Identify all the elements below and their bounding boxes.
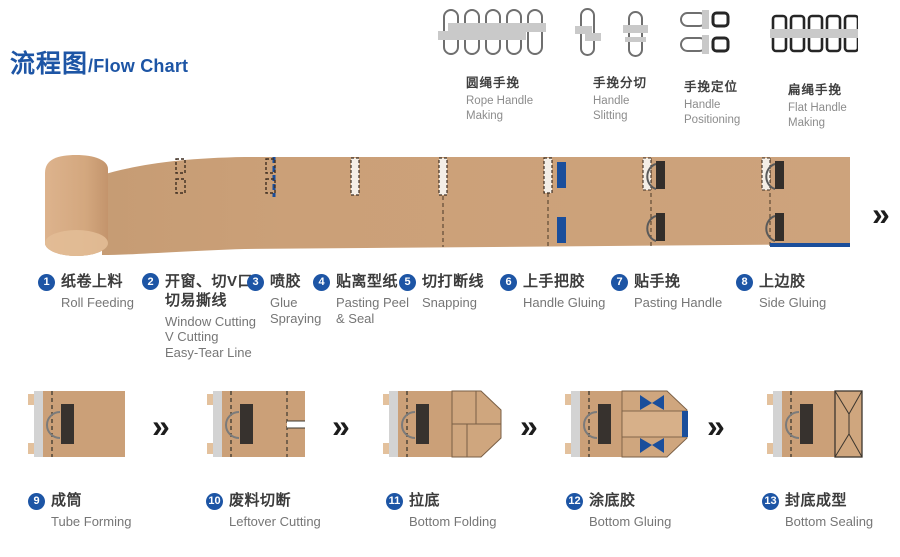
step-name-en: Bottom Sealing [785, 513, 874, 529]
step-name-en: Bottom Folding [409, 513, 497, 529]
step-number: 7 [611, 273, 628, 291]
side-glue-line [770, 243, 850, 247]
bag-stage-bottom-sealing [767, 390, 863, 458]
step-label-9: 9 成筒 Tube Forming [28, 492, 131, 530]
step-name-en: Pasting Peel & Seal [336, 294, 409, 326]
step-number: 9 [28, 492, 45, 510]
step-name-en: Roll Feeding [61, 294, 134, 310]
step-label-2: 2 开窗、切V口 切易撕线 Window Cutting V Cutting E… [142, 273, 256, 361]
step-label-3: 3 喷胶 Glue Spraying [247, 273, 321, 326]
step-name-zh: 切打断线 [422, 273, 485, 290]
flat-handle-making-icon [770, 14, 858, 53]
next-arrow: » [872, 196, 890, 232]
step-number: 1 [38, 273, 55, 291]
step-number: 12 [566, 492, 583, 510]
step-number: 6 [500, 273, 517, 291]
step-label-12: 12 涂底胶 Bottom Gluing [566, 492, 671, 530]
paper-web [102, 157, 850, 255]
handle-slitting-icon [575, 8, 648, 57]
next-arrow: » [152, 408, 170, 444]
process-label-zh: 扁绳手挽 [788, 83, 843, 97]
page-title-en: /Flow Chart [88, 56, 189, 76]
step-name-en: Window Cutting V Cutting Easy-Tear Line [165, 313, 257, 361]
page-title: 流程图/Flow Chart [10, 44, 188, 80]
step-name-zh: 纸卷上料 [61, 273, 124, 290]
step-label-10: 10 废料切断 Leftover Cutting [206, 492, 321, 530]
step-name-zh: 涂底胶 [589, 492, 636, 509]
process-label-en: Flat Handle Making [788, 102, 847, 129]
handle-glue-patch [557, 217, 566, 243]
step-label-5: 5 切打断线 Snapping [399, 273, 484, 311]
step-name-zh: 成筒 [51, 492, 83, 509]
step-label-11: 11 拉底 Bottom Folding [386, 492, 496, 530]
rope-handle-making-icon [438, 9, 546, 55]
step-name-zh: 上手把胶 [523, 273, 586, 290]
step-name-zh: 拉底 [409, 492, 441, 509]
step-number: 4 [313, 273, 330, 291]
step-name-en: Pasting Handle [634, 294, 723, 310]
process-handle-positioning: 手挽定位 Handle Positioning [680, 6, 750, 128]
step-number: 13 [762, 492, 779, 510]
step-number: 10 [206, 492, 223, 510]
step-name-zh: 废料切断 [229, 492, 292, 509]
next-arrow: » [707, 408, 725, 444]
step-name-en: Snapping [422, 294, 477, 310]
step-name-zh: 贴离型纸 [336, 273, 399, 290]
bag-stage-tube-forming [28, 391, 125, 457]
step-label-1: 1 纸卷上料 Roll Feeding [38, 273, 134, 311]
pasted-handle [761, 157, 784, 247]
process-rope-handle-making: 圆绳手挽 Rope Handle Making [438, 6, 556, 124]
bottom-glue-marks [640, 395, 688, 453]
snapping-slot [438, 157, 448, 196]
next-arrow: » [332, 408, 350, 444]
step-name-en: Glue Spraying [270, 294, 322, 326]
paper-strip-illustration [45, 155, 850, 256]
window-cut-marks [175, 158, 186, 194]
process-flat-handle-making: 扁绳手挽 Flat Handle Making [770, 6, 865, 131]
peel-seal-slot [350, 157, 360, 196]
step-number: 5 [399, 273, 416, 291]
next-arrow: » [520, 408, 538, 444]
process-label-zh: 手挽分切 [593, 76, 648, 90]
step-name-zh: 喷胶 [270, 273, 302, 290]
step-number: 3 [247, 273, 264, 291]
bag-stage-bottom-gluing [565, 390, 688, 458]
step-name-en: Bottom Gluing [589, 513, 672, 529]
step-number: 11 [386, 492, 403, 510]
step-name-en: Leftover Cutting [229, 513, 321, 529]
step-name-en: Handle Gluing [523, 294, 606, 310]
handle-glue-patch [557, 162, 566, 188]
step-name-en: Side Gluing [759, 294, 827, 310]
process-handle-slitting: 手挽分切 Handle Slitting [575, 6, 655, 124]
process-label-zh: 圆绳手挽 [466, 76, 521, 90]
process-label-en: Rope Handle Making [466, 95, 534, 122]
step-name-zh: 封底成型 [785, 492, 848, 509]
step-name-zh: 开窗、切V口 切易撕线 [165, 273, 254, 309]
process-label-zh: 手挽定位 [684, 80, 739, 94]
step-label-7: 7 贴手挽 Pasting Handle [611, 273, 722, 311]
process-label-en: Handle Slitting [593, 95, 630, 122]
page-title-zh: 流程图 [10, 50, 89, 78]
bag-stage-leftover-cutting [207, 391, 305, 457]
step-number: 8 [736, 273, 753, 291]
paper-roll [45, 155, 108, 256]
step-name-zh: 贴手挽 [634, 273, 681, 290]
step-name-en: Tube Forming [51, 513, 132, 529]
step-label-4: 4 贴离型纸 Pasting Peel & Seal [313, 273, 409, 326]
pasted-handle [642, 157, 665, 247]
bag-stage-bottom-folding [383, 390, 502, 458]
step-number: 2 [142, 273, 159, 290]
step-name-zh: 上边胶 [759, 273, 806, 290]
step-label-8: 8 上边胶 Side Gluing [736, 273, 826, 311]
process-label-en: Handle Positioning [684, 99, 741, 126]
step-label-6: 6 上手把胶 Handle Gluing [500, 273, 605, 311]
step-label-13: 13 封底成型 Bottom Sealing [762, 492, 873, 530]
handle-positioning-icon [680, 10, 730, 54]
